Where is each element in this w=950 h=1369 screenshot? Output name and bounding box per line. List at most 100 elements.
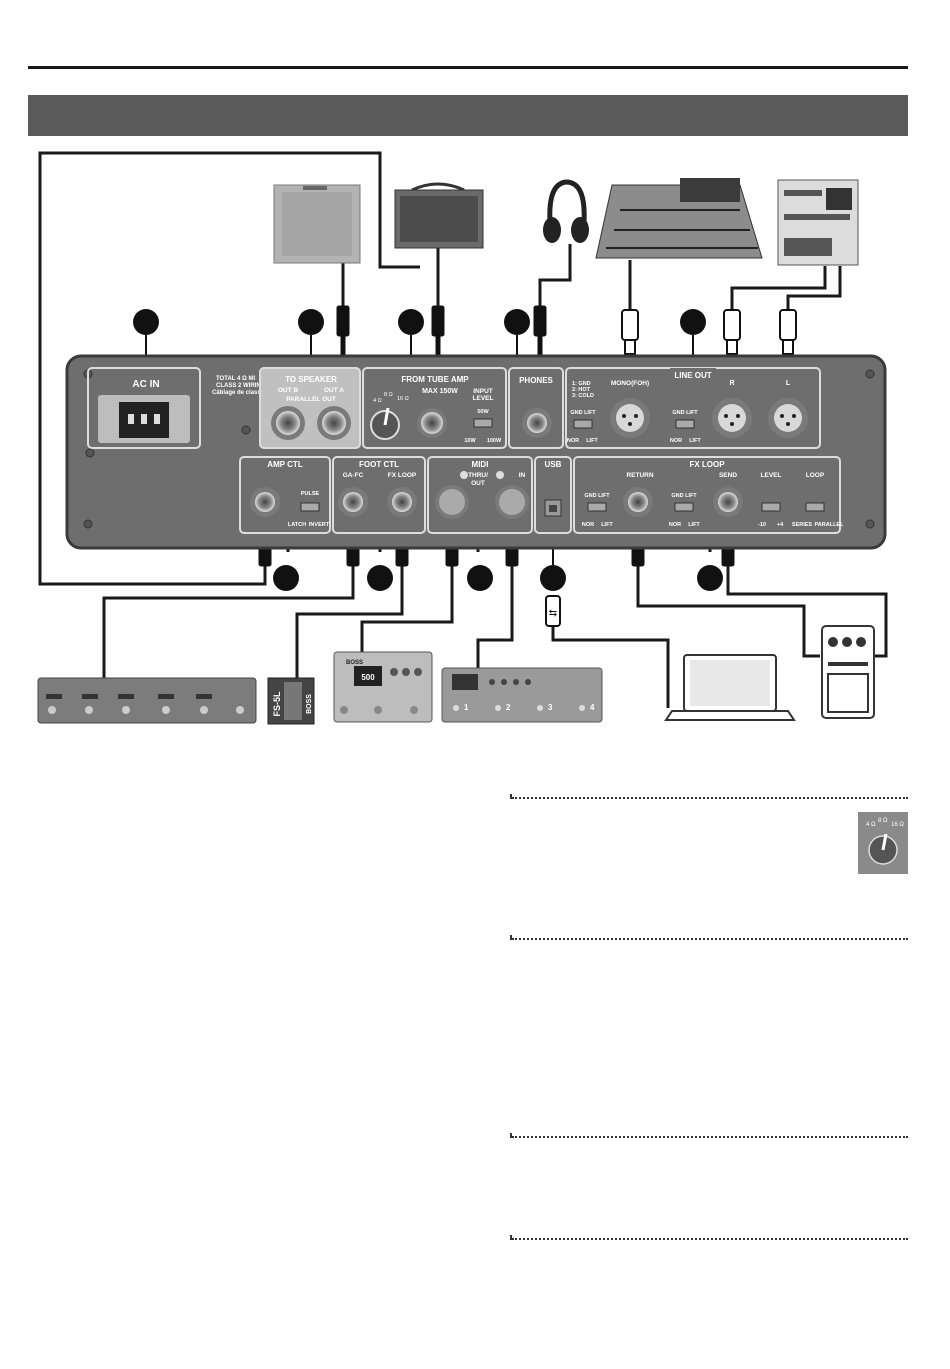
cable-fs5l xyxy=(295,566,404,678)
input-level-label-2: LEVEL xyxy=(473,395,494,402)
return-label: RETURN xyxy=(626,472,653,479)
cable-send xyxy=(726,566,888,658)
gnd-legend-2: 2: HOT xyxy=(572,387,591,393)
foot-ctl-section: FOOT CTL GA-FC FX LOOP xyxy=(332,456,426,534)
max-watt-label: MAX 150W xyxy=(422,388,458,395)
recorder-image xyxy=(777,179,859,266)
fs5l-label: FS-5L xyxy=(272,691,282,717)
effect-pedal-image xyxy=(821,625,875,719)
midi-section: MIDI THRU/ OUT IN xyxy=(427,456,533,534)
input-level-label-1: INPUT xyxy=(473,388,493,395)
from-tube-amp-label: FROM TUBE AMP xyxy=(401,375,469,384)
latch-label: LATCH xyxy=(288,522,306,528)
amp-ctl-label: AMP CTL xyxy=(267,460,303,469)
l-label: L xyxy=(786,380,791,387)
amp-ctl-switch[interactable] xyxy=(300,502,320,512)
headphones-image xyxy=(543,179,589,243)
ac-in-section: AC IN xyxy=(87,367,201,449)
fx-gnd-lift-label-2: GND LIFT xyxy=(671,493,697,499)
dotted-rule-1 xyxy=(512,797,908,799)
fx-loop-switch[interactable] xyxy=(805,502,825,512)
speaker-cabinet-image xyxy=(273,184,361,264)
gnd-lift-switch-2[interactable] xyxy=(675,419,695,429)
watt-10-label: 10W xyxy=(464,438,476,444)
knob-thumb-16-ohm: 16 Ω xyxy=(891,822,904,828)
switcher-number-1: 1 xyxy=(464,703,469,712)
multi-effects-image: BOSS 500 xyxy=(333,651,433,723)
ga-fc-label: GA-FC xyxy=(343,472,364,479)
cable-amp-ctl xyxy=(38,151,420,586)
minus10-label: -10 xyxy=(758,522,766,528)
lift-label-2: LIFT xyxy=(689,438,701,444)
cable-l xyxy=(786,266,842,312)
connection-diagram: ⇆ xyxy=(37,151,888,725)
multi-effects-boss-logo: BOSS xyxy=(346,660,363,666)
fx-level-switch[interactable] xyxy=(761,502,781,512)
top-rule xyxy=(28,66,908,69)
thru-out-label-2: OUT xyxy=(471,480,485,487)
cable-ga-fc xyxy=(102,566,355,678)
cable-midi-thru xyxy=(360,566,454,652)
fx-nor-label-2: NOR xyxy=(669,522,681,528)
plus4-label: +4 xyxy=(777,522,784,528)
cables xyxy=(38,151,888,708)
to-speaker-section: TO SPEAKER OUT B OUT A PARALLEL OUT xyxy=(259,367,361,449)
thru-out-label-1: THRU/ xyxy=(468,472,488,479)
to-speaker-label: TO SPEAKER xyxy=(285,375,337,384)
switcher-number-2: 2 xyxy=(506,703,511,712)
panel-screws xyxy=(83,369,875,529)
switcher-number-4: 4 xyxy=(590,703,595,712)
dotted-rule-2 xyxy=(512,938,908,940)
knob-thumb-8-ohm: 8 Ω xyxy=(878,818,888,824)
ac-in-label: AC IN xyxy=(132,379,159,390)
mixing-console-image xyxy=(595,178,763,259)
fs5l-boss-logo: BOSS xyxy=(306,694,313,714)
fx-loop-label: FX LOOP xyxy=(689,460,725,469)
fs5l-footswitch-image: FS-5L BOSS xyxy=(267,677,315,725)
total-impedance-line-2: CLASS 2 WIRIN xyxy=(216,383,261,389)
r-label: R xyxy=(729,380,734,387)
gnd-lift-switch-1[interactable] xyxy=(573,419,593,429)
fx-nor-label-1: NOR xyxy=(582,522,594,528)
phones-label: PHONES xyxy=(519,376,553,385)
dotted-rule-tick-3 xyxy=(510,1133,512,1138)
dotted-rule-3 xyxy=(512,1136,908,1138)
level-switch-label: LEVEL xyxy=(761,472,782,479)
input-level-switch[interactable] xyxy=(473,418,493,428)
dotted-rule-tick-4 xyxy=(510,1235,512,1240)
usb-plug: ⇆ xyxy=(545,595,561,627)
midi-switcher-image: 1 2 3 4 xyxy=(441,667,603,723)
laptop-image xyxy=(664,654,796,721)
fx-gnd-lift-switch-1[interactable] xyxy=(587,502,607,512)
loop-label: LOOP xyxy=(806,472,825,479)
line-out-label: LINE OUT xyxy=(674,371,711,380)
foot-ctl-label: FOOT CTL xyxy=(359,460,399,469)
tube-amp-head-image xyxy=(394,182,484,249)
midi-in-label: IN xyxy=(519,472,526,479)
display-value: 500 xyxy=(361,673,375,682)
callout-circles xyxy=(133,309,723,591)
lift-label-1: LIFT xyxy=(586,438,598,444)
pulse-label: PULSE xyxy=(301,491,320,497)
usb-label: USB xyxy=(545,460,562,469)
gnd-legend-3: 3: COLD xyxy=(572,393,594,399)
impedance-knob-thumbnail: 4 Ω 8 Ω 16 Ω xyxy=(858,812,908,874)
fx-gnd-lift-switch-2[interactable] xyxy=(674,502,694,512)
line-out-section: LINE OUT 1: GND 2: HOT 3: COLD MONO(FOH)… xyxy=(565,367,821,449)
watt-50-label: 50W xyxy=(477,409,489,415)
knob-thumb-4-ohm: 4 Ω xyxy=(866,822,876,828)
send-label: SEND xyxy=(719,472,737,479)
svg-text:⇆: ⇆ xyxy=(549,608,557,619)
total-impedance-line-1: TOTAL 4 Ω MI xyxy=(216,376,255,382)
fx-lift-label-1: LIFT xyxy=(601,522,613,528)
usb-section: USB xyxy=(534,456,572,534)
phones-section: PHONES xyxy=(508,367,564,449)
cable-return xyxy=(636,566,820,658)
parallel-label: PARALLEL xyxy=(815,522,845,528)
switcher-number-3: 3 xyxy=(548,703,553,712)
dotted-rule-tick-1 xyxy=(510,794,512,799)
cable-phones xyxy=(538,244,572,312)
invert-label: INVERT xyxy=(309,522,330,528)
dotted-rule-tick-2 xyxy=(510,935,512,940)
mono-foh-label: MONO(FOH) xyxy=(611,380,649,387)
